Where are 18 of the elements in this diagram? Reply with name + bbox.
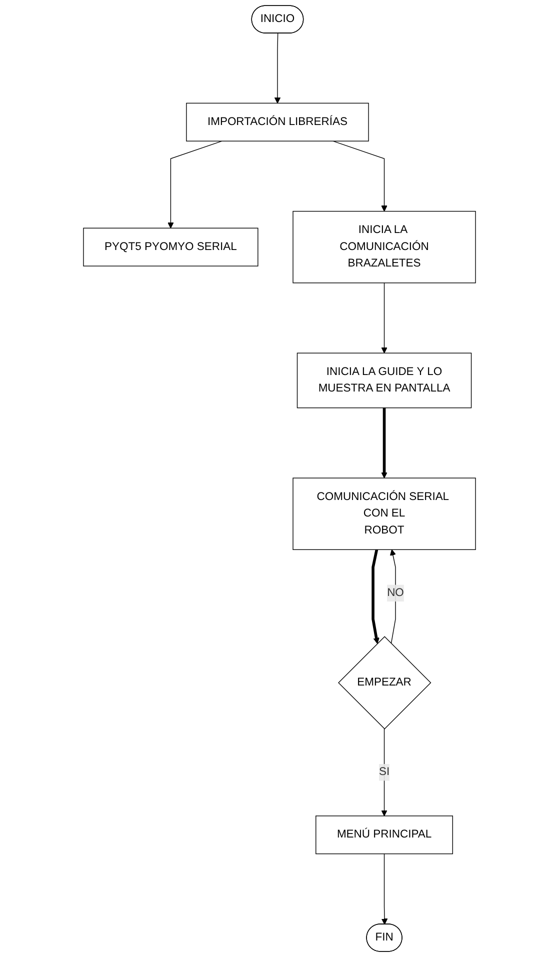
node-box: PYQT5 PYOMYO SERIAL (83, 228, 258, 266)
edge-label: SI (378, 766, 390, 778)
node-box: COMUNICACIÓN SERIAL CON EL ROBOT (292, 478, 476, 550)
arrow (168, 140, 222, 228)
node-box: INICIA LA COMUNICACIÓN BRAZALETES (292, 210, 476, 284)
arrow (381, 408, 388, 478)
node-box: INICIA LA GUIDE Y LO MUESTRA EN PANTALLA (296, 352, 472, 408)
node-diamond: EMPEZAR (338, 636, 432, 730)
arrow (274, 33, 281, 104)
node-box: MENÚ PRINCIPAL (316, 816, 453, 854)
arrow (381, 282, 388, 354)
arrow (390, 549, 396, 644)
arrow (381, 853, 388, 925)
arrow (372, 549, 380, 644)
node-box: IMPORTACIÓN LIBRERÍAS (186, 102, 369, 142)
arrow (381, 728, 388, 816)
edge-label: NO (387, 586, 404, 599)
arrow (332, 140, 388, 212)
